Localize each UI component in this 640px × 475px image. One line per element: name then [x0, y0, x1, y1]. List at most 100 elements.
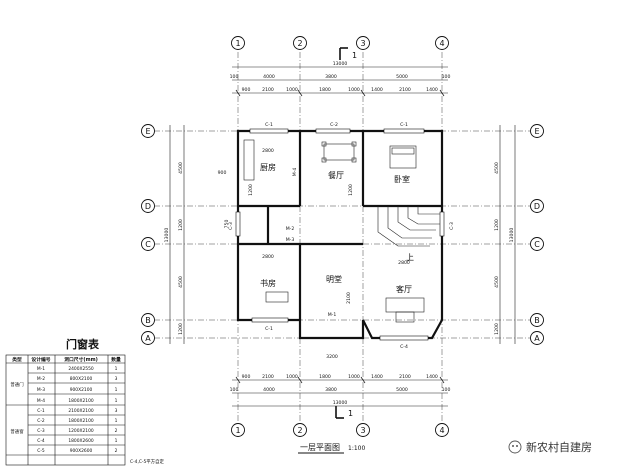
axis-label: 2: [297, 426, 302, 435]
table-note: C-4,C-5平方自定: [130, 458, 164, 465]
room-kitchen: 厨房: [260, 162, 276, 172]
room-dining: 餐厅: [328, 171, 344, 180]
dim-top-3: 3800: [325, 74, 337, 80]
room-study: 书房: [260, 278, 276, 288]
section-number: 1: [352, 51, 357, 60]
axis-label: B: [145, 316, 151, 325]
dim-inner: 900: [218, 170, 227, 176]
drawing-scale: 1:100: [348, 445, 365, 452]
dim-top-4: 5000: [396, 74, 408, 80]
table-cell: M-4: [37, 398, 45, 404]
dim-bottom-row1: 1000: [286, 374, 298, 380]
dim-bottom-row2: 5000: [396, 387, 408, 393]
table-cell: 900X2600: [70, 448, 93, 454]
axis-bubbles-left: E D C B A: [141, 124, 155, 345]
axis-label: 1: [235, 39, 240, 48]
furniture: [243, 139, 425, 323]
dim-bottom-row1: 2100: [262, 374, 274, 380]
dim-bottom-row1: 1400: [371, 374, 383, 380]
table-cell: 1: [115, 438, 118, 444]
room-living: 客厅: [396, 284, 412, 294]
table-cell: 2400X2550: [68, 366, 94, 372]
table-cell: 1800X2600: [68, 438, 94, 444]
dim-inner: 1200: [248, 184, 254, 196]
table-cell: M-1: [37, 366, 45, 372]
dim-inner: 1200: [348, 184, 354, 196]
dim-bottom-row1: 1000: [348, 374, 360, 380]
dim-inner: 2800: [262, 148, 274, 154]
axis-label: C: [145, 240, 151, 249]
dim-bottom-row1: 1800: [319, 374, 331, 380]
dim-bottom-row1: 1400: [426, 374, 438, 380]
dim-bottom-total: 13000: [333, 400, 348, 406]
dim-left-total: 13000: [164, 228, 170, 243]
mark-c1: C-1: [265, 122, 273, 128]
table-cell: 1: [115, 398, 118, 404]
table-cell: C-1: [37, 408, 45, 414]
mark-c4: C-4: [400, 344, 408, 350]
dim-inner: 2100: [346, 292, 352, 304]
section-number: 1: [348, 409, 353, 418]
dim-bottom-row2: 3800: [325, 387, 337, 393]
table-cell: M-3: [37, 387, 45, 393]
mark-m3: M-3: [286, 237, 295, 243]
axis-label: C: [534, 240, 540, 249]
table-cell: 2100X2100: [68, 408, 94, 414]
table-cell: C-2: [37, 418, 45, 424]
dim-right-span: 4500: [494, 276, 500, 288]
mark-m1: M-1: [328, 312, 337, 318]
mark-c1: C-1: [265, 326, 273, 332]
axis-label: 3: [360, 39, 365, 48]
dim-bottom-row2: 4000: [263, 387, 275, 393]
dim-top-1: 100: [230, 74, 239, 80]
dim-left-span: 4500: [178, 276, 184, 288]
table-cell: M-2: [37, 376, 45, 382]
table-cell: 1200X2100: [68, 428, 94, 434]
dim-right-total: 13000: [509, 228, 515, 243]
table-cell: 1: [115, 366, 118, 372]
axis-label: E: [534, 127, 539, 136]
dim-left-span: 1200: [178, 219, 184, 231]
axis-bubbles-right: E D C B A: [530, 124, 544, 345]
axis-label: A: [145, 334, 151, 343]
axis-label: D: [145, 202, 151, 211]
drawing-title: 一层平面图: [300, 443, 340, 452]
axis-label: 3: [360, 426, 365, 435]
axis-label: E: [145, 127, 150, 136]
dim-left-span: 4500: [178, 162, 184, 174]
watermark-text: 新农村自建房: [526, 440, 592, 454]
section-mark-top: [339, 47, 348, 60]
dim-bottom-row1: 2100: [399, 374, 411, 380]
table-group-type: 普通门: [10, 381, 23, 388]
table-cell: 2: [115, 428, 118, 434]
mark-m4: M-4: [292, 168, 298, 177]
table-cell: C-3: [37, 428, 45, 434]
axis-label: 2: [297, 39, 302, 48]
door-window-table: [5, 354, 126, 466]
table-header: 设计编号: [31, 356, 50, 363]
dim-top-row2: 1000: [348, 87, 360, 93]
section-mark-bottom: [335, 406, 344, 419]
dim-inner: 750: [224, 220, 230, 229]
mark-c3: C-3: [228, 222, 234, 230]
table-header: 类型: [12, 356, 22, 363]
mark-c2: C-2: [330, 122, 338, 128]
table-cell: 1800X2100: [68, 418, 94, 424]
dim-inner: 2800: [398, 260, 410, 266]
axis-bubbles-bottom: 1 2 3 4: [231, 423, 449, 437]
dim-porch: 3200: [326, 354, 338, 360]
axis-label: 1: [235, 426, 240, 435]
dim-inner: 2800: [262, 254, 274, 260]
dim-top-row2: 2100: [262, 87, 274, 93]
table-group-type: 普通窗: [10, 428, 24, 435]
mark-c3: C-3: [449, 222, 455, 230]
axis-grid: [154, 52, 530, 422]
dim-right-span: 1200: [494, 323, 500, 335]
dim-bottom-row1: 900: [242, 374, 251, 380]
axis-label: A: [534, 334, 540, 343]
dim-bottom-row2: 100: [230, 387, 239, 393]
dim-top-total: 13000: [333, 61, 348, 67]
dim-left-span: 1200: [178, 323, 184, 335]
axis-bubbles-top: 1 2 3 4: [231, 36, 449, 50]
table-header: 数量: [111, 356, 121, 363]
